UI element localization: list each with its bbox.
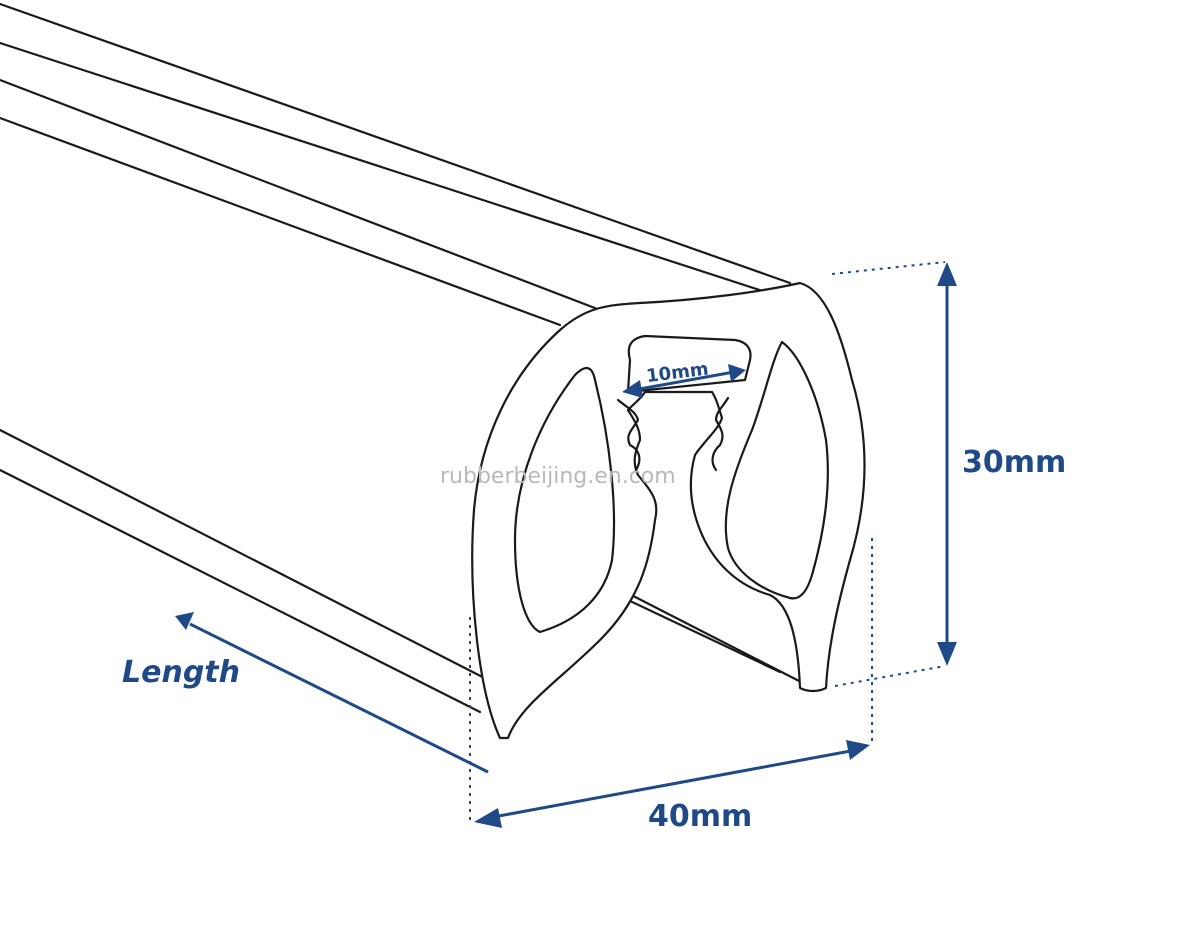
height-label: 30mm bbox=[962, 445, 1066, 480]
length-label: Length bbox=[122, 655, 240, 690]
height-dimension bbox=[937, 262, 957, 666]
slot-dimension bbox=[622, 364, 746, 398]
left-cavity bbox=[513, 367, 616, 634]
watermark-text: rubberbeijing.en.com bbox=[440, 464, 676, 489]
cross-section-profile bbox=[471, 281, 866, 740]
right-cavity bbox=[724, 340, 829, 600]
extension-lines bbox=[469, 261, 946, 820]
width-dimension bbox=[474, 740, 870, 828]
slot-teeth-right bbox=[711, 396, 730, 472]
top-slot bbox=[626, 334, 752, 394]
slot-teeth-left bbox=[616, 398, 641, 472]
width-label: 40mm bbox=[648, 799, 752, 834]
length-dimension bbox=[175, 612, 489, 774]
profile-body-edges bbox=[0, 2, 807, 714]
